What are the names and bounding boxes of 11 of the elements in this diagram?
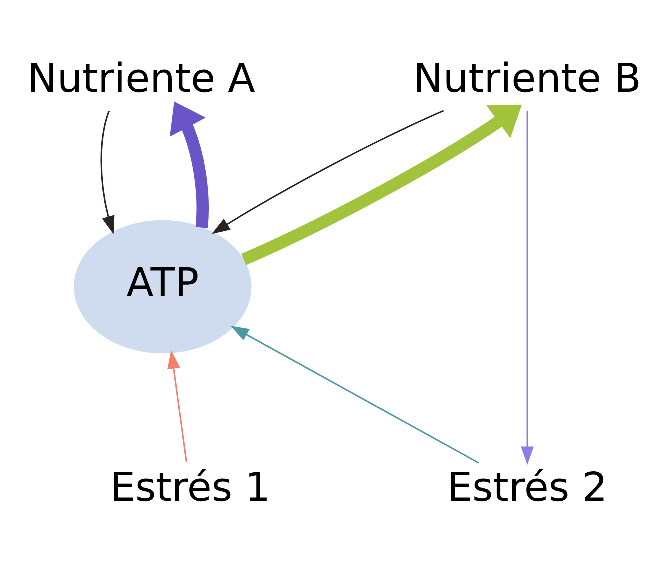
node-text: Estrés 1: [110, 464, 271, 511]
arrow: [168, 350, 188, 462]
arrow: [521, 110, 534, 465]
node-text: Nutriente B: [414, 56, 642, 102]
node-text: Estrés 2: [447, 464, 608, 511]
arrow: [170, 101, 209, 228]
arrow: [212, 110, 444, 234]
arrow: [230, 326, 480, 464]
arrow: [100, 110, 115, 234]
node-text: Nutriente A: [28, 56, 256, 102]
arrow: [241, 104, 522, 265]
